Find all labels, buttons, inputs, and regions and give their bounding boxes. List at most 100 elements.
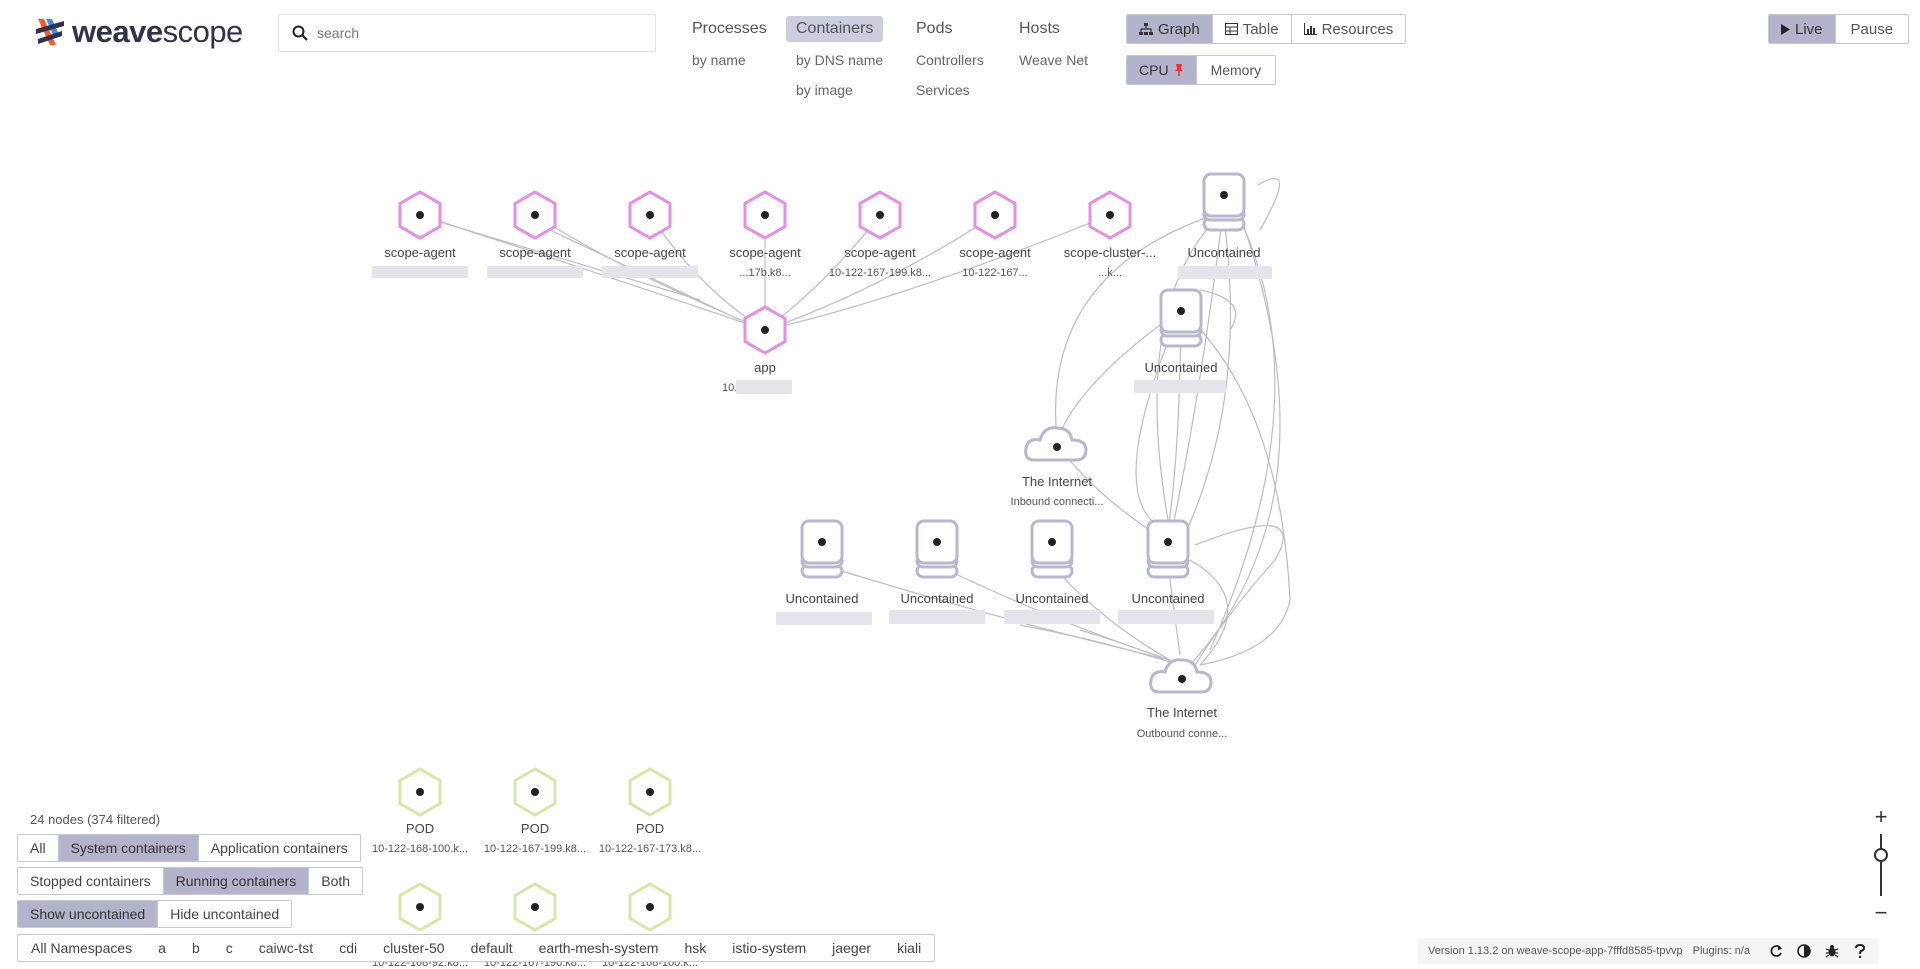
resources-view-button[interactable]: Resources — [1291, 15, 1406, 43]
svg-text:10-122-168-100.k...: 10-122-168-100.k... — [372, 843, 468, 855]
namespace-jaeger[interactable]: jaeger — [819, 935, 885, 961]
namespace-c[interactable]: c — [212, 935, 246, 961]
footer-status: Version 1.13.2 on weave-scope-app-7fffd8… — [1418, 938, 1879, 964]
graph-node-scope-agent-3[interactable]: scope-agent — [602, 190, 698, 278]
tab-containers[interactable]: Containers — [786, 16, 884, 42]
graph-view-button[interactable]: Graph — [1127, 15, 1213, 43]
graph-node-scope-agent-6[interactable]: scope-agent 10-122-167... — [959, 190, 1031, 279]
svg-text:Inbound connecti...: Inbound connecti... — [1011, 496, 1104, 508]
refresh-icon[interactable] — [1768, 943, 1784, 959]
svg-text:...17b.k8...: ...17b.k8... — [739, 267, 790, 279]
filter-all[interactable]: All — [18, 835, 59, 861]
graph-node-uncontained-5[interactable]: Uncontained — [1004, 519, 1100, 624]
brand-text: weavescope — [72, 14, 243, 49]
subtab-pods-services[interactable]: Services — [916, 82, 970, 98]
graph-node-scope-agent-5[interactable]: scope-agent 10-122-167-199.k8... — [829, 190, 931, 279]
weave-logo-icon — [36, 19, 64, 45]
search-input[interactable] — [315, 24, 639, 42]
namespace-cdi[interactable]: cdi — [326, 935, 371, 961]
graph-node-scope-agent-4[interactable]: scope-agent ...17b.k8... — [729, 190, 801, 279]
topology-containers: Containers by DNS name by image — [786, 16, 884, 98]
svg-text:app: app — [754, 360, 776, 375]
plugins-text: Plugins: n/a — [1692, 945, 1751, 957]
graph-node-internet-inbound[interactable]: The Internet Inbound connecti... — [1011, 426, 1104, 508]
version-text: Version 1.13.2 on weave-scope-app-7fffd8… — [1428, 945, 1683, 957]
graph-node-uncontained-4[interactable]: Uncontained — [889, 519, 985, 624]
svg-text:10-122-167-199.k8...: 10-122-167-199.k8... — [484, 843, 586, 855]
graph-node-scope-agent-2[interactable]: scope-agent — [487, 190, 583, 278]
help-icon[interactable] — [1852, 943, 1868, 959]
namespace-filter: All Namespaces a b c caiwc-tst cdi clust… — [17, 934, 936, 962]
subtab-pods-controllers[interactable]: Controllers — [916, 52, 984, 68]
graph-node-uncontained-1[interactable]: Uncontained — [1178, 172, 1272, 279]
namespace-hsk[interactable]: hsk — [671, 935, 720, 961]
uncontained-filter: Show uncontained Hide uncontained — [17, 900, 293, 928]
namespace-default[interactable]: default — [457, 935, 526, 961]
graph-node-internet-outbound[interactable]: The Internet Outbound conne... — [1137, 658, 1228, 740]
table-view-button[interactable]: Table — [1212, 15, 1292, 43]
namespace-kiali[interactable]: kiali — [884, 935, 935, 961]
namespace-istio-system[interactable]: istio-system — [719, 935, 820, 961]
graph-node-uncontained-2[interactable]: Uncontained — [1134, 288, 1226, 393]
graph-node-uncontained-3[interactable]: Uncontained — [776, 519, 872, 625]
zoom-out-button[interactable]: − — [1874, 900, 1888, 925]
svg-text:...k...: ...k... — [1098, 267, 1122, 279]
topology-hosts: Hosts Weave Net — [1009, 16, 1088, 68]
search-icon — [285, 25, 315, 41]
namespace-b[interactable]: b — [178, 935, 213, 961]
svg-text:scope-agent: scope-agent — [959, 245, 1031, 260]
graph-node-scope-agent-1[interactable]: scope-agent — [372, 190, 468, 278]
svg-text:POD: POD — [636, 821, 664, 836]
tab-hosts[interactable]: Hosts — [1019, 20, 1060, 37]
svg-text:Uncontained: Uncontained — [786, 591, 859, 606]
namespace-cluster-50[interactable]: cluster-50 — [370, 935, 458, 961]
filter-hide-uncontained[interactable]: Hide uncontained — [158, 901, 292, 927]
topology-processes: Processes by name — [682, 16, 777, 68]
tab-processes[interactable]: Processes — [692, 20, 767, 37]
svg-text:scope-agent: scope-agent — [499, 245, 571, 260]
namespace-earth-mesh-system[interactable]: earth-mesh-system — [525, 935, 672, 961]
contrast-icon[interactable] — [1796, 943, 1812, 959]
svg-text:10-122-167...: 10-122-167... — [962, 267, 1027, 279]
filter-stopped-containers[interactable]: Stopped containers — [18, 868, 164, 894]
zoom-control: + − — [1866, 806, 1896, 924]
zoom-slider-track[interactable] — [1880, 834, 1882, 896]
filter-both[interactable]: Both — [309, 868, 363, 894]
zoom-in-button[interactable]: + — [1874, 804, 1888, 829]
weavescope-logo[interactable]: weavescope — [34, 14, 243, 50]
namespace-caiwc-tst[interactable]: caiwc-tst — [245, 935, 327, 961]
live-button[interactable]: Live — [1769, 15, 1836, 43]
svg-text:The Internet: The Internet — [1022, 474, 1092, 489]
svg-text:POD: POD — [406, 821, 434, 836]
filter-application-containers[interactable]: Application containers — [198, 835, 360, 861]
cpu-metric-button[interactable]: CPU — [1127, 56, 1197, 84]
graph-node-uncontained-6[interactable]: Uncontained — [1118, 519, 1214, 624]
graph-node-app[interactable]: app 10... — [722, 305, 792, 394]
svg-text:Uncontained: Uncontained — [1132, 591, 1205, 606]
graph-node-scope-cluster[interactable]: scope-cluster-... ...k... — [1064, 190, 1156, 279]
namespace-a[interactable]: a — [145, 935, 179, 961]
subtab-processes-by-name[interactable]: by name — [692, 52, 746, 68]
subtab-hosts-weave-net[interactable]: Weave Net — [1019, 52, 1088, 68]
graph-node-pod-3[interactable]: POD 10-122-167-173.k8... — [599, 767, 701, 855]
bar-chart-icon — [1303, 23, 1317, 35]
zoom-slider-handle[interactable] — [1874, 848, 1888, 862]
tab-pods[interactable]: Pods — [916, 20, 953, 37]
svg-text:scope-cluster-...: scope-cluster-... — [1064, 245, 1156, 260]
bug-icon[interactable] — [1824, 943, 1840, 959]
filter-show-uncontained[interactable]: Show uncontained — [18, 901, 159, 927]
svg-text:10-122-167-199.k8...: 10-122-167-199.k8... — [829, 267, 931, 279]
pause-button[interactable]: Pause — [1835, 15, 1909, 43]
filter-system-containers[interactable]: System containers — [58, 835, 199, 861]
svg-text:Uncontained: Uncontained — [1145, 360, 1218, 375]
memory-metric-button[interactable]: Memory — [1196, 56, 1276, 84]
svg-text:scope-agent: scope-agent — [844, 245, 916, 260]
graph-node-pod-1[interactable]: POD 10-122-168-100.k... — [372, 767, 468, 855]
filter-running-containers[interactable]: Running containers — [163, 868, 310, 894]
search-box[interactable] — [278, 14, 656, 52]
svg-text:Uncontained: Uncontained — [1188, 245, 1261, 260]
graph-node-pod-2[interactable]: POD 10-122-167-199.k8... — [484, 767, 586, 855]
namespace-all[interactable]: All Namespaces — [18, 935, 146, 961]
subtab-containers-by-image[interactable]: by image — [796, 82, 853, 98]
subtab-containers-by-dns-name[interactable]: by DNS name — [796, 52, 884, 68]
